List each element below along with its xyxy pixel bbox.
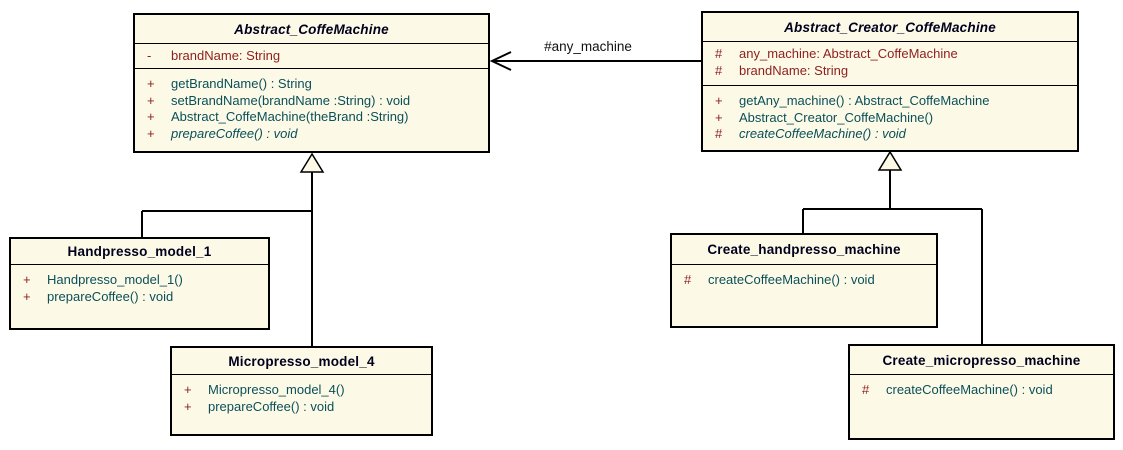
method-text: createCoffeeMachine() : void	[886, 382, 1053, 397]
attribute-row: - brandName: String	[147, 48, 484, 65]
class-abstract-creator-coffemachine[interactable]: Abstract_Creator_CoffeMachine # any_mach…	[701, 11, 1079, 152]
association-any-machine[interactable]	[489, 51, 701, 71]
class-title: Create_handpresso_machine	[672, 235, 936, 265]
association-role-label: #any_machine	[544, 39, 632, 54]
visibility-symbol: +	[715, 93, 723, 108]
visibility-symbol: +	[23, 288, 31, 304]
method-text: createCoffeeMachine() : void	[739, 126, 906, 141]
class-abstract-coffemachine[interactable]: Abstract_CoffeMachine - brandName: Strin…	[133, 13, 490, 153]
method-text: Handpresso_model_1()	[47, 272, 183, 287]
method-text: getBrandName() : String	[171, 76, 312, 91]
generalization-right[interactable]	[802, 150, 983, 344]
visibility-symbol: +	[147, 92, 155, 108]
class-title: Handpresso_model_1	[11, 239, 268, 265]
methods-compartment: # createCoffeeMachine() : void	[850, 375, 1113, 399]
method-row: + setBrandName(brandName :String) : void	[147, 93, 484, 110]
method-row: + prepareCoffee() : void	[147, 126, 484, 143]
method-row: + prepareCoffee() : void	[184, 399, 427, 416]
method-text: Abstract_CoffeMachine(theBrand :String)	[171, 109, 409, 124]
visibility-symbol: +	[23, 272, 31, 287]
method-text: Micropresso_model_4()	[208, 382, 345, 397]
visibility-symbol: #	[862, 382, 870, 397]
attributes-compartment: # any_machine: Abstract_CoffeMachine # b…	[703, 42, 1077, 86]
methods-compartment: + getAny_machine() : Abstract_CoffeMachi…	[703, 86, 1077, 143]
method-row: # createCoffeeMachine() : void	[862, 382, 1109, 399]
attributes-compartment: - brandName: String	[135, 44, 488, 69]
attribute-row: # any_machine: Abstract_CoffeMachine	[715, 46, 1073, 63]
class-title: Abstract_CoffeMachine	[135, 15, 488, 44]
method-row: + Abstract_Creator_CoffeMachine()	[715, 110, 1073, 127]
visibility-symbol: #	[715, 126, 723, 141]
open-arrowhead-icon	[489, 51, 512, 71]
methods-compartment: + Handpresso_model_1() + prepareCoffee()…	[11, 265, 268, 305]
method-row: + getBrandName() : String	[147, 76, 484, 93]
visibility-symbol: #	[684, 272, 692, 287]
methods-compartment: # createCoffeeMachine() : void	[672, 265, 936, 289]
methods-compartment: + getBrandName() : String + setBrandName…	[135, 69, 488, 142]
method-text: setBrandName(brandName :String) : void	[171, 92, 411, 108]
generalization-left[interactable]	[141, 152, 325, 346]
visibility-symbol: +	[147, 125, 155, 141]
method-text: getAny_machine() : Abstract_CoffeMachine	[739, 93, 990, 108]
method-text: prepareCoffee() : void	[171, 125, 298, 141]
visibility-symbol: +	[715, 109, 723, 125]
attribute-text: brandName: String	[739, 62, 849, 78]
attribute-text: brandName: String	[171, 48, 281, 63]
class-title: Micropresso_model_4	[172, 348, 431, 375]
method-row: + prepareCoffee() : void	[23, 289, 264, 306]
class-create-handpresso-machine[interactable]: Create_handpresso_machine # createCoffee…	[670, 233, 938, 328]
visibility-symbol: +	[147, 109, 155, 124]
method-text: createCoffeeMachine() : void	[708, 272, 875, 287]
method-row: + getAny_machine() : Abstract_CoffeMachi…	[715, 93, 1073, 110]
method-row: # createCoffeeMachine() : void	[715, 126, 1073, 143]
method-text: prepareCoffee() : void	[47, 288, 174, 304]
class-handpresso-model-1[interactable]: Handpresso_model_1 + Handpresso_model_1(…	[9, 237, 270, 330]
generalization-triangle-icon	[877, 150, 903, 171]
methods-compartment: + Micropresso_model_4() + prepareCoffee(…	[172, 375, 431, 415]
class-create-micropresso-machine[interactable]: Create_micropresso_machine # createCoffe…	[848, 344, 1115, 440]
visibility-symbol: +	[147, 76, 155, 91]
visibility-symbol: +	[184, 398, 192, 414]
method-text: prepareCoffee() : void	[208, 398, 335, 414]
generalization-triangle-icon	[299, 152, 325, 173]
class-micropresso-model-4[interactable]: Micropresso_model_4 + Micropresso_model_…	[170, 346, 433, 436]
visibility-symbol: +	[184, 382, 192, 397]
method-text: Abstract_Creator_CoffeMachine()	[739, 109, 934, 125]
method-row: + Handpresso_model_1()	[23, 272, 264, 289]
method-row: # createCoffeeMachine() : void	[684, 272, 932, 289]
visibility-symbol: #	[715, 62, 723, 78]
method-row: + Micropresso_model_4()	[184, 382, 427, 399]
method-row: + Abstract_CoffeMachine(theBrand :String…	[147, 109, 484, 126]
visibility-symbol: #	[715, 46, 723, 61]
class-title: Create_micropresso_machine	[850, 346, 1113, 375]
visibility-symbol: -	[147, 48, 152, 63]
attribute-text: any_machine: Abstract_CoffeMachine	[739, 46, 958, 61]
class-title: Abstract_Creator_CoffeMachine	[703, 13, 1077, 42]
attribute-row: # brandName: String	[715, 63, 1073, 80]
